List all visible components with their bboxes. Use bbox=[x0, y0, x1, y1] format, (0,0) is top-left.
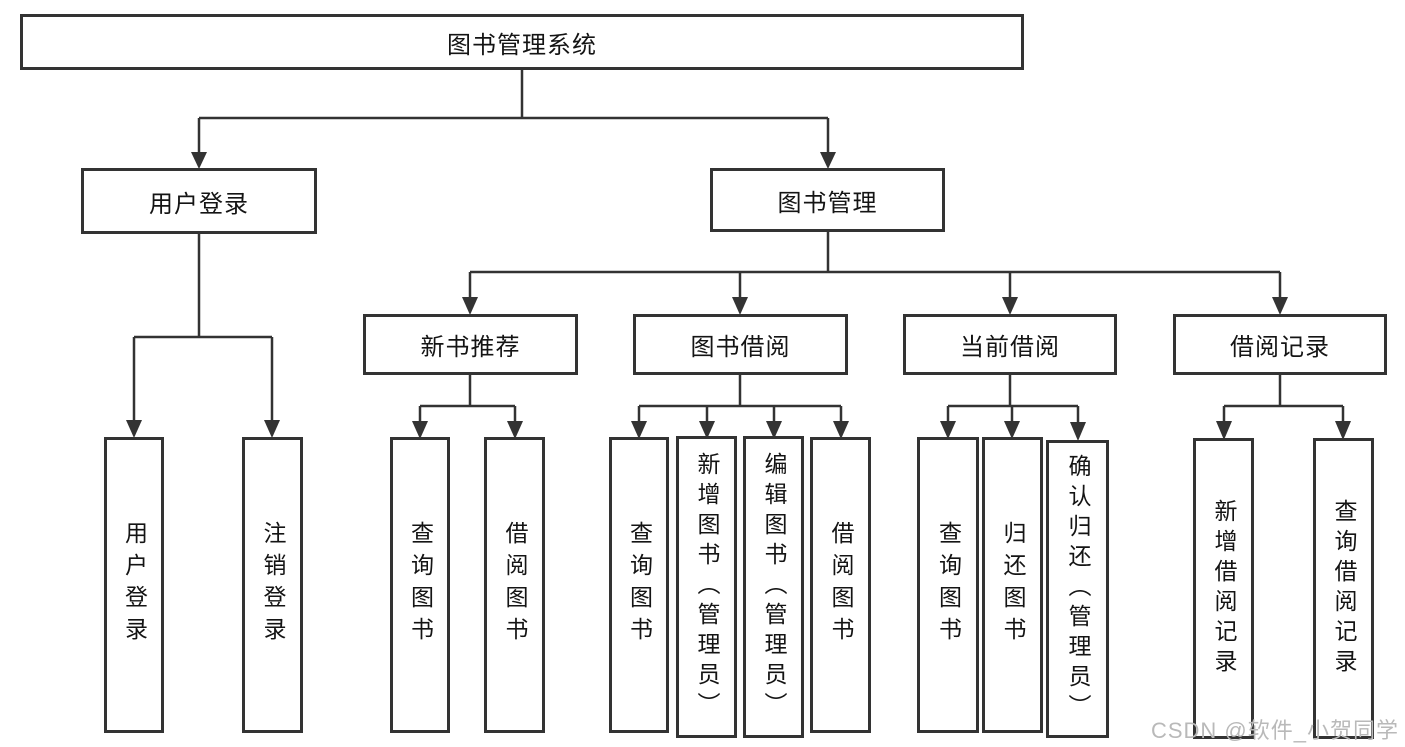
arrowhead bbox=[1070, 422, 1086, 441]
leaf-logout: 注销登录 bbox=[242, 437, 303, 733]
leaf-records-add-borrow-record: 新增借阅记录 bbox=[1193, 438, 1254, 739]
arrowhead bbox=[412, 421, 428, 439]
leaf-current-query-books: 查询图书 bbox=[917, 437, 979, 733]
arrowhead bbox=[699, 421, 715, 439]
arrowhead bbox=[732, 297, 748, 315]
node-book-management: 图书管理 bbox=[710, 168, 945, 232]
connector-current-borrow-to-leaves bbox=[940, 375, 1086, 441]
leaf-borrowing-borrow-books: 借阅图书 bbox=[810, 437, 871, 733]
leaf-user-login: 用户登录 bbox=[104, 437, 164, 733]
arrowhead bbox=[820, 152, 836, 169]
arrowhead bbox=[1004, 421, 1020, 439]
connector-book-mgmt-to-groups bbox=[462, 232, 1288, 315]
leaf-borrowing-add-books-admin: 新增图书（管理员） bbox=[676, 436, 737, 738]
node-library-system: 图书管理系统 bbox=[20, 14, 1024, 70]
node-user-login: 用户登录 bbox=[81, 168, 317, 234]
arrowhead bbox=[1216, 421, 1232, 440]
arrowhead bbox=[1335, 421, 1351, 440]
node-current-borrowing: 当前借阅 bbox=[903, 314, 1117, 375]
arrowhead bbox=[631, 421, 647, 439]
connector-borrow-records-to-leaves bbox=[1216, 375, 1351, 440]
connector-root-to-level2 bbox=[191, 70, 836, 169]
leaf-newbook-borrow-books: 借阅图书 bbox=[484, 437, 545, 733]
node-book-borrowing: 图书借阅 bbox=[633, 314, 848, 375]
arrowhead bbox=[507, 421, 523, 439]
arrowhead bbox=[126, 420, 142, 438]
arrowhead bbox=[940, 421, 956, 439]
arrowhead bbox=[264, 420, 280, 438]
leaf-borrowing-edit-books-admin: 编辑图书（管理员） bbox=[743, 436, 804, 738]
leaf-current-return-books: 归还图书 bbox=[982, 437, 1043, 733]
node-new-book-recommend: 新书推荐 bbox=[363, 314, 578, 375]
arrowhead bbox=[191, 152, 207, 169]
node-borrow-records: 借阅记录 bbox=[1173, 314, 1387, 375]
leaf-current-confirm-return-admin: 确认归还（管理员） bbox=[1046, 440, 1109, 738]
leaf-borrowing-query-books: 查询图书 bbox=[609, 437, 669, 733]
connector-new-book-rec-to-leaves bbox=[412, 375, 523, 439]
arrowhead bbox=[833, 421, 849, 439]
arrowhead bbox=[1272, 297, 1288, 315]
connector-user-login-to-leaves bbox=[126, 234, 280, 438]
leaf-newbook-query-books: 查询图书 bbox=[390, 437, 450, 733]
arrowhead bbox=[462, 297, 478, 315]
leaf-records-query-borrow-record: 查询借阅记录 bbox=[1313, 438, 1374, 739]
arrowhead bbox=[766, 421, 782, 439]
arrowhead bbox=[1002, 297, 1018, 315]
connector-book-borrow-to-leaves bbox=[631, 375, 849, 439]
